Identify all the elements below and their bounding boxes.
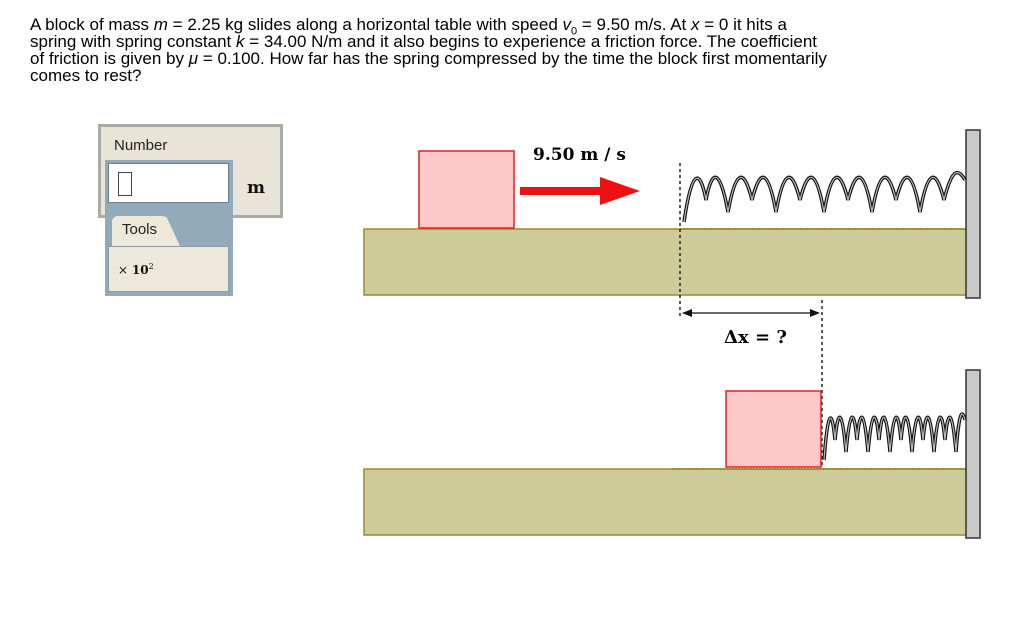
top-table — [363, 228, 977, 296]
top-wall — [965, 129, 981, 299]
text-cursor-box[interactable] — [118, 172, 132, 196]
tools-tab-label[interactable]: Tools — [122, 221, 158, 238]
question-text: A block of mass m = 2.25 kg slides along… — [30, 15, 827, 85]
tools-tab-edge — [166, 216, 180, 246]
compression-arrowhead-left — [682, 309, 692, 317]
delta-x-label: Δx = ? — [724, 327, 787, 348]
scientific-notation-button[interactable]: × 102 — [118, 262, 154, 277]
compression-arrowhead-right — [810, 309, 820, 317]
unit-label: m — [247, 178, 265, 198]
bottom-table — [363, 468, 977, 536]
top-block — [418, 150, 515, 229]
tools-tab[interactable] — [112, 216, 168, 246]
bottom-block — [725, 390, 822, 468]
bottom-wall — [965, 369, 981, 539]
velocity-arrow — [520, 177, 640, 205]
answer-label: Number — [114, 137, 168, 154]
tools-body — [108, 246, 229, 292]
speed-label: 9.50 m / s — [533, 145, 626, 165]
answer-input[interactable] — [108, 163, 229, 203]
